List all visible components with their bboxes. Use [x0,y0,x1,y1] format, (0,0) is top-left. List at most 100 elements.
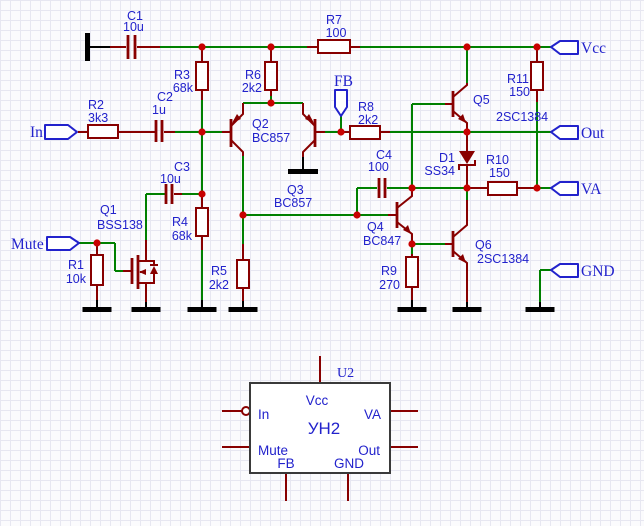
port-label[interactable]: GND [581,263,615,280]
diode-D1[interactable]: D1 SS34 [424,134,476,185]
ground-symbol-top-left[interactable] [85,33,110,61]
ground-symbol-q3[interactable] [288,156,318,174]
junction-dot [533,43,541,51]
component-ref[interactable]: C3 [174,160,190,174]
ic-block-u2[interactable]: U2 Vcc In VA УН2 Mute Out FB GND [222,356,418,501]
collector-pin [452,83,468,98]
ic-body[interactable] [249,382,391,474]
transistor-Q1-mosfet[interactable]: Q1 BSS138 [97,203,158,302]
component-value[interactable]: 3k3 [88,111,108,125]
component-ref[interactable]: D1 [439,151,455,165]
port-label[interactable]: In [30,124,43,141]
resistor-R1[interactable]: R1 10k [66,243,104,300]
component-ref[interactable]: R3 [174,68,190,82]
port-vcc[interactable]: Vcc [550,40,606,57]
resistor-R6[interactable]: R6 2k2 [242,48,278,96]
port-mute[interactable]: Mute [11,236,80,253]
resistor-R4[interactable]: R4 68k [172,194,209,250]
component-ref[interactable]: R6 [245,68,261,82]
port-in[interactable]: In [30,124,78,141]
component-value[interactable]: 150 [509,85,530,99]
transistor-Q5[interactable]: Q5 2SC1384 [445,83,548,132]
component-ref[interactable]: R2 [88,98,104,112]
port-gnd[interactable]: GND [550,263,615,280]
component-value[interactable]: 68k [173,81,194,95]
component-ref[interactable]: C4 [376,148,392,162]
emitter-pin [302,103,316,127]
port-label[interactable]: Out [581,125,605,142]
component-value[interactable]: 10u [160,172,181,186]
port-label[interactable]: Mute [11,236,44,253]
component-ref[interactable]: C1 [127,9,143,23]
component-ref[interactable]: R11 [507,72,529,86]
component-ref[interactable]: R7 [326,13,342,27]
body-diode-wire [146,274,155,284]
resistor-R2[interactable]: R2 3k3 [78,98,155,139]
component-value[interactable]: BC857 [252,131,290,145]
wires[interactable] [79,46,551,302]
resistor-R9[interactable]: R9 270 [379,254,419,300]
component-ref[interactable]: Q6 [475,238,492,252]
component-ref[interactable]: Q3 [287,183,304,197]
junction-dot [408,184,416,192]
ic-pin-in-bubble [241,406,251,416]
component-value[interactable]: BC847 [363,234,401,248]
component-ref[interactable]: Q2 [252,117,269,131]
component-value[interactable]: 100 [368,160,389,174]
port-label[interactable]: FB [334,73,353,90]
component-ref[interactable]: C2 [157,90,173,104]
component-ref[interactable]: Q1 [100,203,117,217]
component-value[interactable]: 2k2 [242,81,262,95]
component-value[interactable]: BSS138 [97,218,143,232]
ground-bar [525,307,555,312]
resistor-R5[interactable]: R5 2k2 [209,244,250,301]
capacitor-C1[interactable]: C1 10u [110,9,160,59]
component-value[interactable]: 150 [489,166,510,180]
component-ref[interactable]: R1 [68,258,84,272]
transistor-Q2[interactable]: Q2 BC857 [222,103,290,156]
component-value[interactable]: 2k2 [358,113,378,127]
component-value[interactable]: 100 [326,26,347,40]
component-value[interactable]: 270 [379,278,400,292]
resistor-R8[interactable]: R8 2k2 [341,100,390,140]
resistor-R10[interactable]: R10 150 [467,153,537,196]
port-label[interactable]: VA [581,181,602,198]
port-flag [44,124,78,140]
transistor-Q3[interactable]: Q3 BC857 [274,103,325,210]
port-label[interactable]: Vcc [581,40,606,57]
transistor-Q4[interactable]: Q4 BC847 [363,190,413,248]
port-out[interactable]: Out [550,125,605,142]
component-ref[interactable]: R9 [381,264,397,278]
capacitor-C3[interactable]: C3 10u [160,160,190,204]
port-fb[interactable]: FB [334,73,353,117]
component-value[interactable]: 2k2 [209,278,229,292]
component-value[interactable]: 2SC1384 [477,252,529,266]
component-value[interactable]: 10k [66,272,87,286]
component-value[interactable]: SS34 [424,164,455,178]
ground-symbols-bottom[interactable] [82,300,555,312]
transistor-Q6[interactable]: Q6 2SC1384 [445,200,529,302]
port-va[interactable]: VA [550,181,602,198]
resistor-R11[interactable]: R11 150 [507,48,544,102]
component-value[interactable]: 1u [152,103,166,117]
component-value[interactable]: 68k [172,229,193,243]
component-ref[interactable]: Q5 [473,93,490,107]
component-ref[interactable]: R8 [358,100,374,114]
resistor-R7[interactable]: R7 100 [307,13,360,54]
resistor-R3[interactable]: R3 68k [173,48,209,100]
capacitor-C2[interactable]: C2 1u [152,90,175,142]
junction-dot [463,128,471,136]
component-value[interactable]: 2SC1384 [496,110,548,124]
component-ref[interactable]: Q4 [367,220,384,234]
ground-bar [85,33,90,61]
component-ref[interactable]: R10 [486,153,509,167]
resistor-body [405,256,419,288]
junction-dot [463,43,471,51]
component-value[interactable]: 10u [123,20,144,34]
ic-ref[interactable]: U2 [337,366,354,381]
capacitor-C4[interactable]: C4 100 [368,148,392,198]
component-value[interactable]: BC857 [274,196,312,210]
component-ref[interactable]: R5 [211,264,227,278]
component-ref[interactable]: R4 [172,215,188,229]
